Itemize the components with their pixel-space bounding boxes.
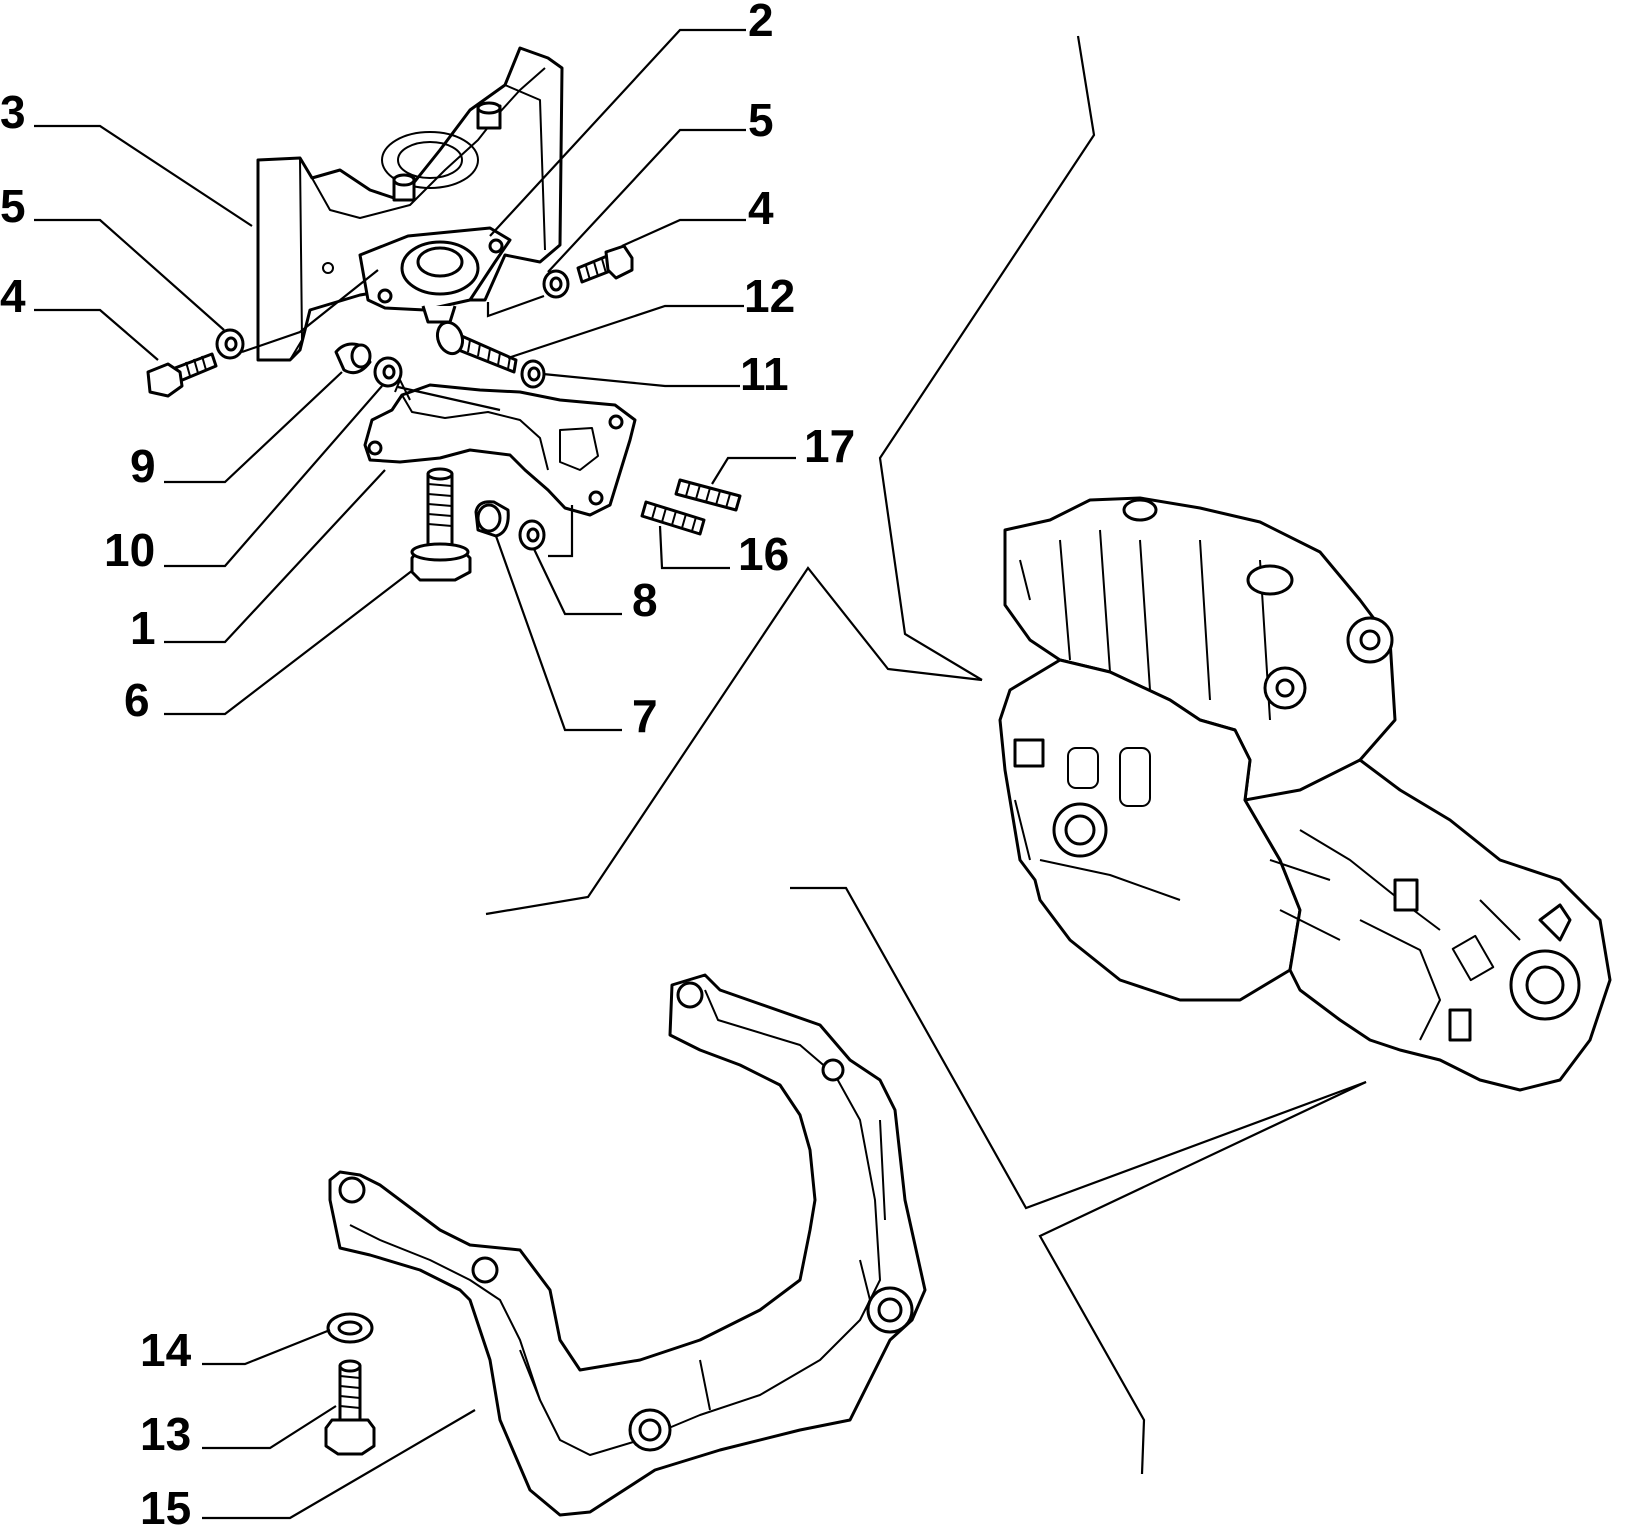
label-9: 9 (130, 440, 156, 492)
leader-lines (34, 28, 1367, 1520)
label-13: 13 (140, 1408, 191, 1460)
label-4-right: 4 (748, 182, 774, 234)
label-15: 15 (140, 1482, 191, 1527)
part-13-stud-bolt (324, 1359, 376, 1456)
part-16-stud (640, 500, 706, 536)
part-4-left-bolt (146, 352, 218, 398)
label-14: 14 (140, 1324, 192, 1376)
part-12-bolt (435, 320, 518, 374)
label-10: 10 (104, 524, 155, 576)
part-7-bushing (474, 500, 510, 538)
label-4-left: 4 (0, 270, 26, 322)
part-5-right-washer (542, 269, 570, 299)
label-8: 8 (632, 574, 658, 626)
part-15-crossmember (328, 973, 927, 1517)
part-11-washer (520, 359, 546, 389)
part-4-right-bolt (576, 244, 634, 284)
label-5-right: 5 (748, 94, 774, 146)
part-1-support-arm (363, 379, 637, 517)
label-11: 11 (740, 348, 789, 400)
part-9-bushing (334, 342, 372, 375)
label-6: 6 (124, 674, 150, 726)
part-3-mounting-plate (256, 46, 564, 362)
part-14-washer (326, 1312, 374, 1344)
part-8-washer (518, 519, 546, 551)
label-17: 17 (804, 420, 855, 472)
label-12: 12 (744, 270, 795, 322)
callout-labels: 3 5 4 2 5 4 12 11 9 10 1 6 8 7 17 16 14 … (0, 0, 855, 1527)
label-2: 2 (748, 0, 774, 46)
part-5-left-washer (215, 328, 245, 360)
part-10-washer (373, 356, 403, 388)
part-2-rubber-mount (358, 226, 512, 324)
label-3: 3 (0, 86, 26, 138)
label-5-left: 5 (0, 180, 26, 232)
label-7: 7 (632, 690, 658, 742)
label-1: 1 (130, 602, 156, 654)
engine-gearbox-assembly (998, 496, 1612, 1092)
part-17-stud (674, 478, 742, 512)
part-6-bolt (410, 467, 472, 582)
label-16: 16 (738, 528, 789, 580)
